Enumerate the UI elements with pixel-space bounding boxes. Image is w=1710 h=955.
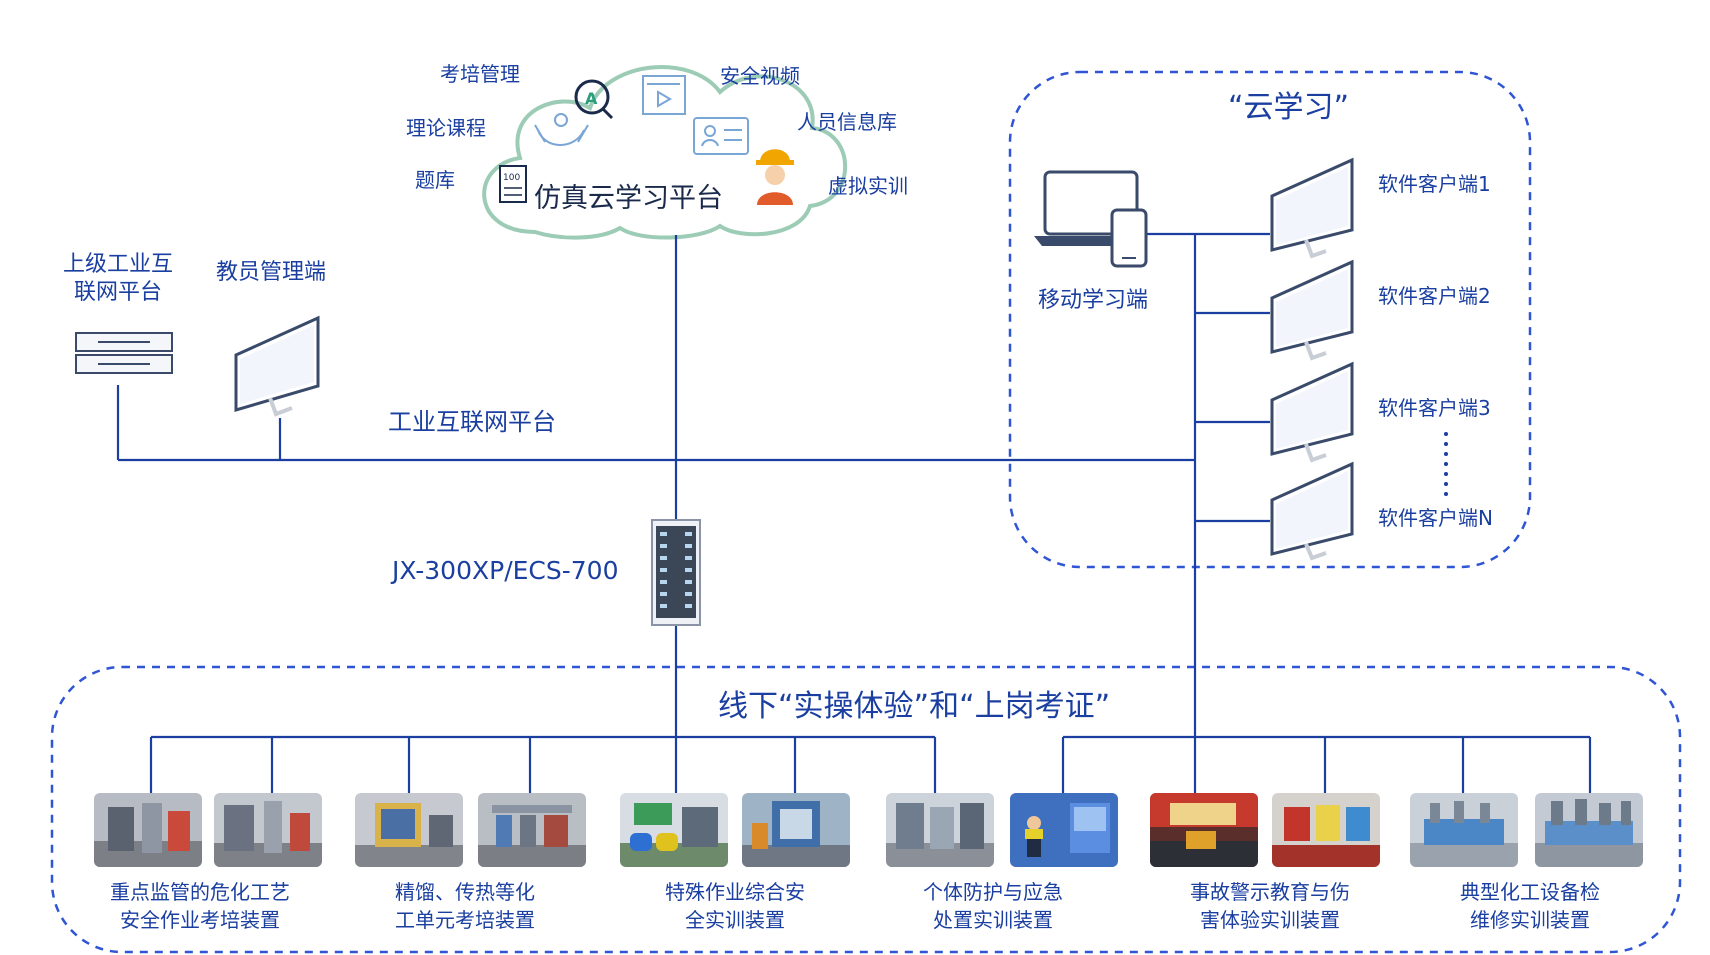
cloud-module-label: 理论课程 (406, 116, 486, 140)
cloud-platform-title: 仿真云学习平台 (534, 183, 723, 214)
client-label: 软件客户端N (1378, 506, 1493, 530)
worker-icon (756, 149, 794, 205)
offline-region (50, 665, 1682, 954)
video-icon (642, 75, 686, 115)
client-monitor-icon (1270, 157, 1354, 259)
equipment-photo (94, 793, 202, 867)
upper-platform-label: 上级工业互 联网平台 (62, 252, 173, 305)
equipment-photo (742, 793, 850, 867)
svg-text:100: 100 (503, 173, 520, 183)
equipment-caption: 重点监管的危化工艺 安全作业考培装置 (110, 880, 290, 932)
cloud-module-label: 虚拟实训 (828, 174, 908, 198)
client-monitor-icon (1270, 259, 1354, 361)
equipment-photo (1150, 793, 1258, 867)
mobile-learning-label: 移动学习端 (1038, 288, 1149, 313)
equipment-caption: 典型化工设备检 维修实训装置 (1460, 880, 1600, 932)
equipment-caption: 精馏、传热等化 工单元考培装置 (395, 880, 535, 932)
control-cabinet-icon (651, 519, 701, 626)
equipment-photo (1272, 793, 1380, 867)
equipment-caption: 事故警示教育与伤 害体验实训装置 (1190, 880, 1350, 932)
controller-label: JX-300XP/ECS-700 (392, 556, 619, 585)
svg-text:A: A (585, 89, 598, 108)
equipment-photo (886, 793, 994, 867)
phone-icon (1110, 208, 1148, 268)
id-card-icon (693, 117, 749, 155)
ellipsis-dots (1444, 432, 1448, 496)
client-label: 软件客户端2 (1378, 284, 1491, 308)
equipment-photo (214, 793, 322, 867)
quiz-icon: 100 (499, 165, 527, 203)
equipment-caption: 个体防护与应急 处置实训装置 (923, 880, 1063, 932)
cloud-module-label: 人员信息库 (797, 110, 897, 134)
connection-lines (116, 232, 1592, 793)
client-label: 软件客户端3 (1378, 396, 1491, 420)
instructor-monitor-icon (234, 315, 320, 417)
equipment-caption: 特殊作业综合安 全实训装置 (665, 880, 805, 932)
hands-icon (534, 113, 589, 146)
equipment-photo (1535, 793, 1643, 867)
cloud-module-label: 安全视频 (720, 64, 800, 88)
client-label: 软件客户端1 (1378, 172, 1491, 196)
cloud-learning-title: “云学习” (1228, 90, 1350, 125)
cloud-learning-region (1008, 70, 1532, 569)
exam-icon: A (574, 79, 614, 120)
cloud-module-label: 题库 (415, 168, 455, 192)
equipment-photo (478, 793, 586, 867)
industrial-platform-label: 工业互联网平台 (388, 408, 556, 436)
instructor-label: 教员管理端 (216, 260, 327, 285)
equipment-photo (1010, 793, 1118, 867)
equipment-photo (355, 793, 463, 867)
equipment-photo (620, 793, 728, 867)
server-icon (75, 332, 173, 374)
cloud-module-label: 考培管理 (440, 62, 520, 86)
client-monitor-icon (1270, 361, 1354, 463)
offline-title: 线下“实操体验”和“上岗考证” (718, 689, 1111, 724)
client-monitor-icon (1270, 461, 1354, 561)
equipment-photo (1410, 793, 1518, 867)
